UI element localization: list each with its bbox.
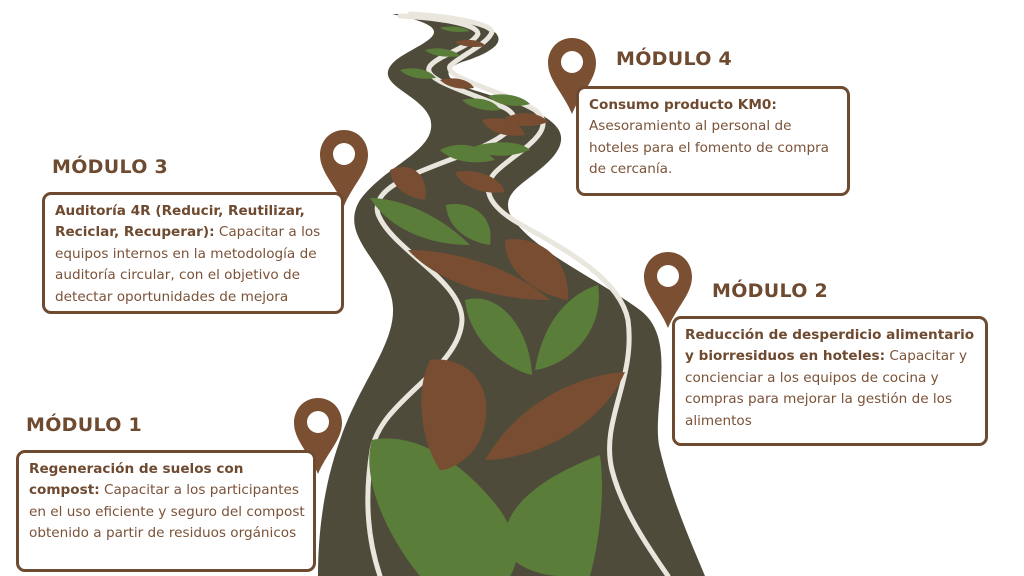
module-4-lead: Consumo producto KM0: xyxy=(589,97,777,113)
module-3-lead: Auditoría 4R (Reducir, Reutilizar, Recic… xyxy=(55,203,305,241)
module-2-card: Reducción de desperdicio alimentario y b… xyxy=(672,316,988,446)
leaf-green xyxy=(440,26,470,32)
leaf-green xyxy=(370,198,470,245)
map-pin-icon xyxy=(320,130,368,206)
leaf-green xyxy=(504,455,602,576)
leaf-green xyxy=(488,94,530,106)
module-4-card: Consumo producto KM0: Asesoramiento al p… xyxy=(576,86,850,196)
leaf-brown xyxy=(505,239,569,300)
leaf-brown xyxy=(390,166,426,200)
leaf-green xyxy=(470,142,530,156)
module-3-title: MÓDULO 3 xyxy=(52,156,169,178)
module-4-body: Asesoramiento al personal de hoteles par… xyxy=(589,118,830,178)
module-3-card: Auditoría 4R (Reducir, Reutilizar, Recic… xyxy=(42,192,344,314)
leaf-green xyxy=(465,298,532,375)
map-pin-icon xyxy=(644,252,692,328)
module-3-body: Capacitar a los equipos internos en la m… xyxy=(55,224,321,305)
leaf-brown xyxy=(408,250,550,300)
module-1-lead: Regeneración de suelos con compost: xyxy=(29,461,244,499)
leaf-brown xyxy=(505,113,548,127)
map-pin-icon xyxy=(548,38,596,114)
leaf-green xyxy=(462,98,500,111)
module-2-body: Capacitar y concienciar a los equipos de… xyxy=(685,348,968,429)
module-1-title: MÓDULO 1 xyxy=(26,414,143,436)
module-1-card: Regeneración de suelos con compost: Capa… xyxy=(16,450,316,572)
leaf-pattern xyxy=(369,26,625,576)
leaf-green xyxy=(425,48,460,57)
leaf-green xyxy=(400,68,436,79)
leaf-green xyxy=(446,204,491,245)
module-2-title: MÓDULO 2 xyxy=(712,280,829,302)
leaf-brown xyxy=(440,78,474,89)
module-4-title: MÓDULO 4 xyxy=(616,48,733,70)
leaf-brown xyxy=(455,171,505,193)
leaf-green xyxy=(440,144,495,163)
map-pin-icon xyxy=(294,398,342,474)
module-1-body: Capacitar a los participantes en el uso … xyxy=(29,482,305,542)
leaf-brown xyxy=(485,372,625,460)
leaf-brown xyxy=(455,39,486,47)
leaf-green xyxy=(535,285,599,370)
leaf-brown xyxy=(421,359,487,470)
module-2-lead: Reducción de desperdicio alimentario y b… xyxy=(685,327,975,365)
leaf-green xyxy=(369,438,517,576)
